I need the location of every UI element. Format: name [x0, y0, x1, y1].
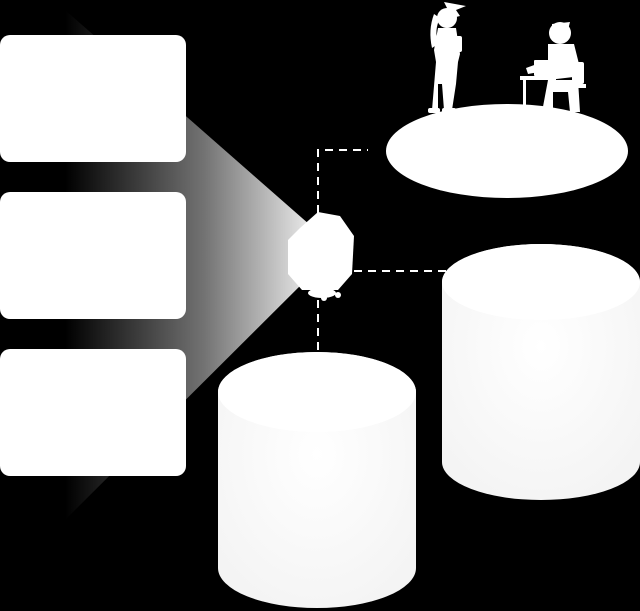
- standing-person-icon: [428, 2, 466, 113]
- connector-hub-to-people: [317, 149, 368, 213]
- database-bottom[interactable]: [218, 352, 416, 608]
- database-right[interactable]: [442, 244, 640, 500]
- connectors: [317, 149, 462, 352]
- hexagon-hub-icon[interactable]: [288, 212, 354, 301]
- panel-group: [0, 35, 186, 476]
- panel-bottom[interactable]: [0, 349, 186, 476]
- panel-top[interactable]: [0, 35, 186, 162]
- panel-middle[interactable]: [0, 192, 186, 319]
- two-people-meeting-icon: [386, 2, 628, 198]
- table-icon: [520, 60, 556, 110]
- meeting-platform: [386, 104, 628, 198]
